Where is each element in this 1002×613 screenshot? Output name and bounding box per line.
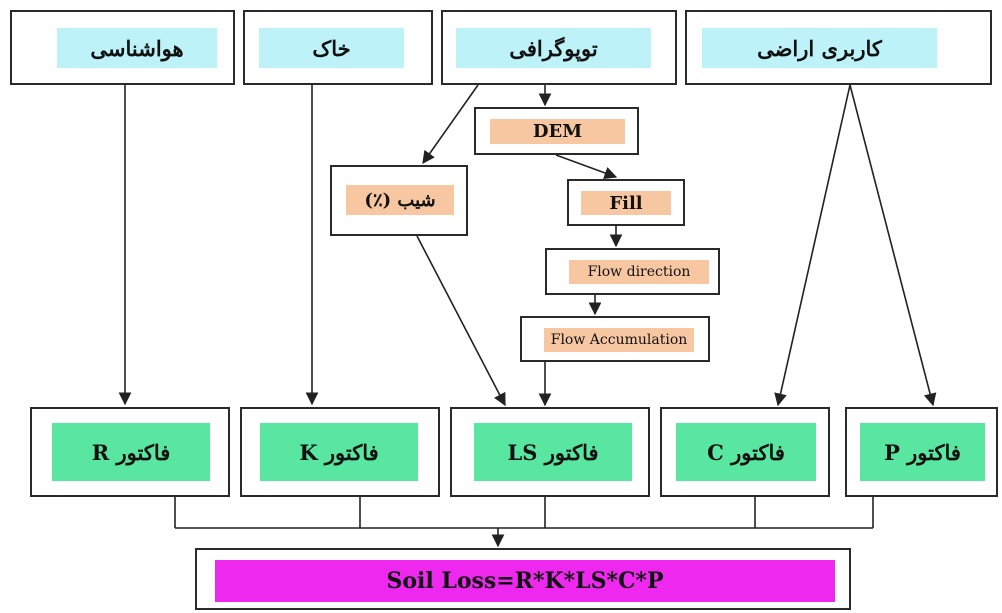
factor-p-label: فاکتور P <box>860 423 985 481</box>
factor-r-box: فاکتور R <box>30 407 230 497</box>
source-landuse-label: کاربری اراضی <box>702 28 937 68</box>
arrow-landuse-to-c <box>774 84 851 407</box>
factor-ls-box: فاکتور LS <box>450 407 650 497</box>
slope-label: شیب (٪) <box>346 185 454 215</box>
flow-accumulation-box: Flow Accumulation <box>520 316 710 362</box>
flow-direction-label: Flow direction <box>569 260 709 284</box>
source-topography-box: توپوگرافی <box>441 10 677 85</box>
factor-ls-label: فاکتور LS <box>474 423 632 481</box>
dem-box: DEM <box>474 107 639 155</box>
source-topography-label: توپوگرافی <box>456 28 651 68</box>
arrow-dem-to-fill <box>555 154 618 180</box>
factor-k-label: فاکتور K <box>260 423 418 481</box>
soil-loss-box: Soil Loss=R*K*LS*C*P <box>195 548 851 610</box>
factor-k-box: فاکتور K <box>240 407 440 497</box>
factor-p-box: فاکتور P <box>845 407 998 497</box>
flow-accumulation-label: Flow Accumulation <box>544 328 694 352</box>
source-soil-label: خاک <box>259 28 404 68</box>
arrow-landuse-to-p <box>849 84 937 407</box>
arrow-slope-to-ls <box>416 235 506 407</box>
arrow-topography-to-slope <box>422 84 479 165</box>
soil-loss-equation: Soil Loss=R*K*LS*C*P <box>215 560 835 602</box>
source-soil-box: خاک <box>243 10 433 85</box>
slope-box: شیب (٪) <box>330 165 468 236</box>
fill-label: Fill <box>581 191 671 215</box>
factor-r-label: فاکتور R <box>52 423 210 481</box>
factor-c-label: فاکتور C <box>676 423 816 481</box>
factor-c-box: فاکتور C <box>660 407 830 497</box>
fill-box: Fill <box>567 179 685 226</box>
dem-label: DEM <box>490 119 625 144</box>
flow-direction-box: Flow direction <box>545 248 720 295</box>
source-climate-box: هواشناسی <box>10 10 235 85</box>
source-climate-label: هواشناسی <box>57 28 217 68</box>
source-landuse-box: کاربری اراضی <box>685 10 992 85</box>
